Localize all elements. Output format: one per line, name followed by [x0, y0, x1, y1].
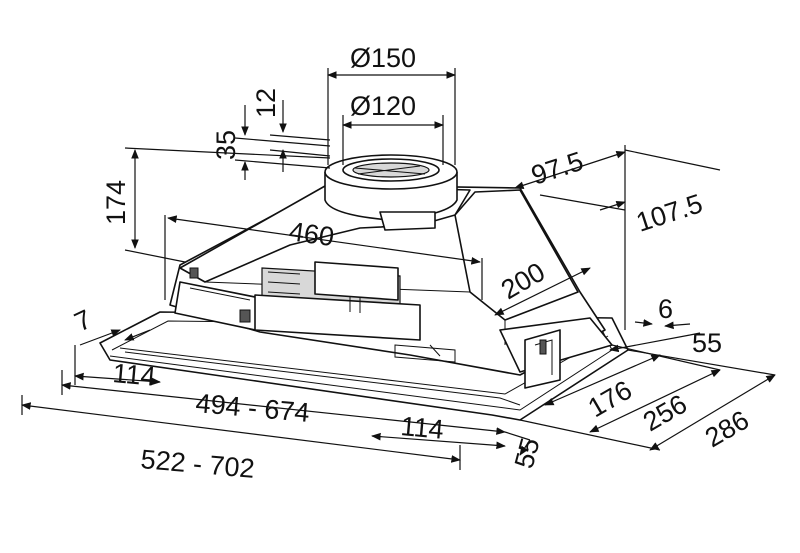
label-h174: 174 — [101, 180, 131, 225]
label-d286: 286 — [700, 405, 754, 454]
label-h12: 12 — [251, 88, 281, 118]
label-d975: 97.5 — [528, 146, 587, 191]
label-w460: 460 — [287, 216, 336, 252]
hood-body — [99, 184, 629, 421]
label-d120: Ø120 — [350, 91, 416, 121]
label-h35: 35 — [211, 130, 241, 160]
label-w522: 522 - 702 — [139, 444, 255, 484]
label-d176: 176 — [583, 375, 637, 424]
label-d55b: 55 — [509, 435, 546, 472]
label-d55r: 55 — [692, 328, 722, 358]
label-w494: 494 - 674 — [194, 388, 310, 428]
label-d7: 7 — [70, 304, 96, 338]
dimension-lines — [21, 68, 776, 470]
label-w114a: 114 — [111, 358, 156, 392]
label-d6: 6 — [658, 294, 673, 324]
label-w114b: 114 — [399, 411, 444, 445]
label-d150: Ø150 — [350, 43, 416, 73]
label-d1075: 107.5 — [633, 188, 707, 237]
